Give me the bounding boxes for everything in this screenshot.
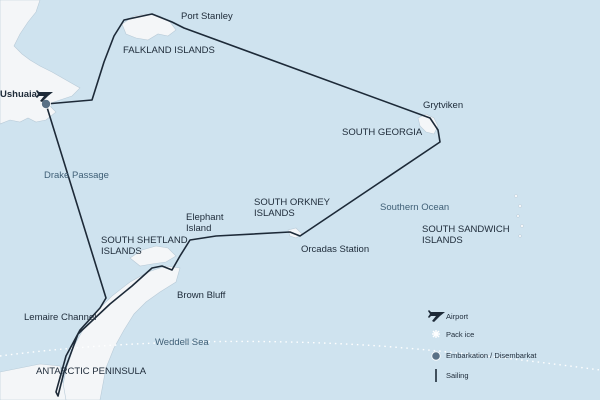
antarctica-landmass — [0, 363, 67, 400]
legend-airport-label: Airport — [446, 312, 469, 321]
label-antarctic-peninsula: ANTARCTIC PENINSULA — [36, 366, 147, 377]
label-elephant-island: Elephant Island — [186, 212, 224, 234]
label-weddell-sea: Weddell Sea — [155, 337, 209, 348]
legend-pack-ice-icon — [432, 330, 440, 338]
south-america-landmass — [0, 0, 81, 125]
sailing-route — [45, 13, 441, 397]
label-lemaire-channel: Lemaire Channel — [24, 312, 97, 323]
legend-embarkation-label: Embarkation / Disembarkat — [446, 351, 537, 360]
label-orcadas-station: Orcadas Station — [301, 244, 370, 255]
south-shetland-landmass — [129, 245, 177, 267]
label-south-sandwich-islands: SOUTH SANDWICH ISLANDS — [422, 224, 510, 246]
label-south-shetland-islands: SOUTH SHETLAND ISLANDS — [101, 235, 188, 257]
legend-sailing-label: Sailing — [446, 371, 469, 380]
label-falkland-islands: FALKLAND ISLANDS — [123, 45, 215, 56]
south-georgia-landmass — [417, 113, 439, 135]
label-grytviken: Grytviken — [423, 100, 464, 111]
legend-airport-icon — [428, 310, 445, 322]
ushuaia-embarkation-marker — [41, 99, 52, 110]
pack-ice-line — [0, 340, 600, 371]
legend-pack-ice-label: Pack ice — [446, 330, 475, 339]
south-sandwich-islands-landmass — [514, 194, 524, 238]
falkland-islands-landmass — [121, 13, 177, 41]
label-drake-passage: Drake Passage — [44, 170, 109, 181]
label-southern-ocean: Southern Ocean — [380, 202, 450, 213]
label-port-stanley: Port Stanley — [181, 11, 233, 22]
label-ushuaia: Ushuaia — [0, 89, 37, 100]
legend-embarkation-icon — [431, 351, 441, 361]
label-brown-bluff: Brown Bluff — [177, 290, 226, 301]
ushuaia-airport-icon — [36, 90, 53, 102]
label-south-georgia: SOUTH GEORGIA — [342, 127, 423, 138]
label-south-orkney-islands: SOUTH ORKNEY ISLANDS — [254, 197, 331, 219]
